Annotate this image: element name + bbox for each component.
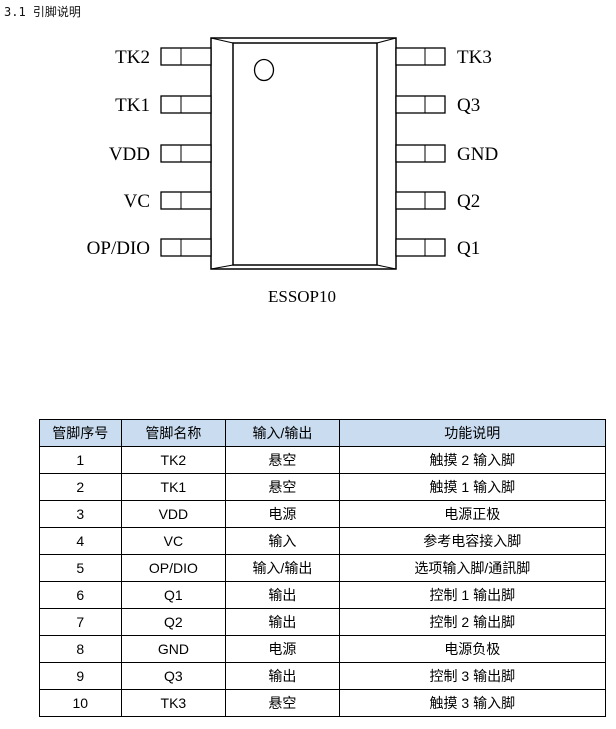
cell-pin-number: 3 [39, 500, 122, 528]
pin-label-right: Q3 [457, 95, 480, 116]
cell-pin-name: VDD [120, 500, 227, 528]
pin-label-left: VDD [109, 144, 150, 165]
table-row: 10 TK3 悬空 触摸 3 输入脚 [39, 689, 607, 717]
pin-lead [395, 191, 446, 210]
cell-function: 电源负极 [338, 635, 607, 663]
cell-pin-name: Q3 [120, 662, 227, 690]
table-header-row: 管脚序号 管脚名称 输入/输出 功能说明 [39, 419, 607, 447]
cell-function: 选项输入脚/通訊脚 [338, 554, 607, 582]
header-pin-number: 管脚序号 [39, 419, 122, 447]
table-row: 2 TK1 悬空 触摸 1 输入脚 [39, 473, 607, 501]
table-row: 5 OP/DIO 输入/输出 选项输入脚/通訊脚 [39, 554, 607, 582]
pin-lead [160, 191, 212, 210]
cell-pin-number: 2 [39, 473, 122, 501]
table-row: 6 Q1 输出 控制 1 输出脚 [39, 581, 607, 609]
pin-label-right: Q1 [457, 238, 480, 259]
pin1-marker-dot [253, 58, 275, 82]
pin-lead [395, 95, 446, 114]
right-pins: TK3 Q3 GND Q2 Q1 [395, 47, 498, 259]
cell-io: 输出 [225, 608, 340, 636]
cell-function: 电源正极 [338, 500, 607, 528]
pin-lead [395, 238, 446, 257]
cell-function: 触摸 1 输入脚 [338, 473, 607, 501]
cell-pin-number: 4 [39, 527, 122, 555]
cell-io: 输入/输出 [225, 554, 340, 582]
cell-pin-name: VC [120, 527, 227, 555]
pin-label-left: VC [124, 191, 150, 212]
cell-io: 电源 [225, 500, 340, 528]
cell-pin-name: TK3 [120, 689, 227, 717]
pin-label-right: GND [457, 144, 498, 165]
pin-lead [395, 47, 446, 66]
header-function: 功能说明 [338, 419, 607, 447]
pin-lead [395, 144, 446, 163]
pin-lead [160, 95, 212, 114]
pin-description-table: 管脚序号 管脚名称 输入/输出 功能说明 1 TK2 悬空 触摸 2 输入脚 2… [39, 419, 607, 717]
table-row: 1 TK2 悬空 触摸 2 输入脚 [39, 446, 607, 474]
cell-pin-number: 5 [39, 554, 122, 582]
cell-io: 输出 [225, 662, 340, 690]
cell-io: 电源 [225, 635, 340, 663]
cell-io: 输出 [225, 581, 340, 609]
cell-pin-number: 9 [39, 662, 122, 690]
package-label: ESSOP10 [268, 287, 336, 306]
cell-io: 悬空 [225, 446, 340, 474]
cell-pin-number: 7 [39, 608, 122, 636]
cell-pin-name: Q2 [120, 608, 227, 636]
cell-pin-name: OP/DIO [120, 554, 227, 582]
pin-lead [160, 47, 212, 66]
table-row: 3 VDD 电源 电源正极 [39, 500, 607, 528]
cell-io: 输入 [225, 527, 340, 555]
cell-function: 控制 1 输出脚 [338, 581, 607, 609]
pin-label-right: TK3 [457, 47, 492, 68]
table-row: 7 Q2 输出 控制 2 输出脚 [39, 608, 607, 636]
pin-lead [160, 144, 212, 163]
cell-function: 控制 3 输出脚 [338, 662, 607, 690]
cell-pin-number: 6 [39, 581, 122, 609]
cell-pin-name: TK1 [120, 473, 227, 501]
table-row: 4 VC 输入 参考电容接入脚 [39, 527, 607, 555]
section-heading: 3.1 引脚说明 [4, 5, 81, 19]
cell-pin-number: 10 [39, 689, 122, 717]
pin-label-left: TK1 [115, 95, 150, 116]
header-io: 输入/输出 [225, 419, 340, 447]
cell-function: 控制 2 输出脚 [338, 608, 607, 636]
left-pins: TK2 TK1 VDD VC OP/DIO [87, 47, 212, 259]
table-row: 8 GND 电源 电源负极 [39, 635, 607, 663]
cell-function: 参考电容接入脚 [338, 527, 607, 555]
cell-pin-number: 1 [39, 446, 122, 474]
cell-pin-name: GND [120, 635, 227, 663]
chip-inner-body [232, 42, 378, 266]
cell-pin-name: TK2 [120, 446, 227, 474]
cell-pin-name: Q1 [120, 581, 227, 609]
pin-label-left: TK2 [115, 47, 150, 68]
pin-diagram: TK2 TK1 VDD VC OP/DIO TK3 Q3 GND Q2 Q1 E… [87, 37, 498, 306]
pin-lead [160, 238, 212, 257]
cell-io: 悬空 [225, 473, 340, 501]
header-pin-name: 管脚名称 [120, 419, 227, 447]
pin-label-left: OP/DIO [87, 238, 150, 259]
pin-label-right: Q2 [457, 191, 480, 212]
table-row: 9 Q3 输出 控制 3 输出脚 [39, 662, 607, 690]
cell-function: 触摸 3 输入脚 [338, 689, 607, 717]
cell-io: 悬空 [225, 689, 340, 717]
cell-function: 触摸 2 输入脚 [338, 446, 607, 474]
cell-pin-number: 8 [39, 635, 122, 663]
